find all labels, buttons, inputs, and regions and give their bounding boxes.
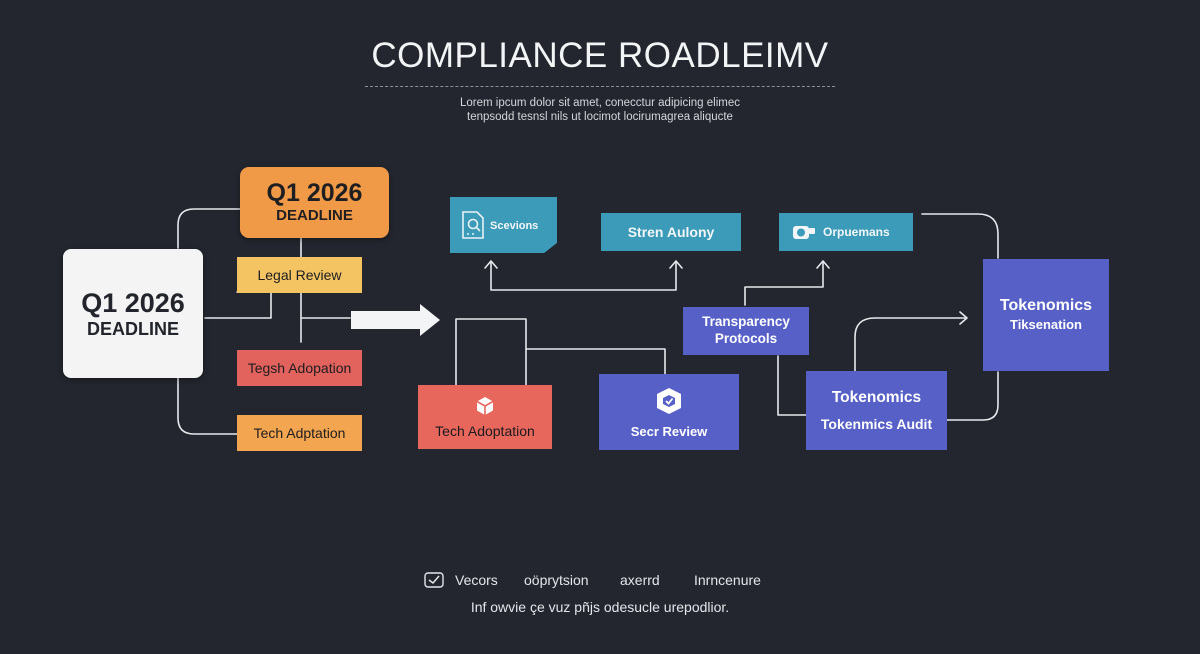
title-divider [365,86,835,87]
deadline-top-label: DEADLINE [276,207,353,225]
deadline-main-label: DEADLINE [86,318,179,339]
tech-adoption-red-box[interactable]: Tegsh Adopation [237,350,362,386]
document-search-icon [462,211,484,239]
main-flow-arrow [351,304,440,336]
deadline-main-quarter: Q1 2026 [81,287,185,318]
tokenomics-audit-label: Tokenmics Audit [820,415,933,432]
orpuemans-label: Orpuemans [823,225,890,239]
legend-item-1: Vecors [455,572,498,588]
secr-review-box[interactable]: Secr Review [599,374,739,450]
legend-note: Inf owvie çe vuz pñjs odesucle urepodlio… [470,599,730,615]
tokenomics-tiksenation-label: Tiksenation [1009,316,1082,332]
subtitle-line-2: tenpsodd tesnsl nils ut locimot lociruma… [467,111,733,123]
deadline-top-quarter: Q1 2026 [266,178,363,207]
tech-adoptation-box[interactable]: Tech Adoptation [418,385,552,449]
legend-item-4: Inrncenure [694,572,761,588]
deadline-top-card[interactable]: Q1 2026 DEADLINE [240,167,389,238]
scevions-label: Scevions [490,220,539,232]
shield-icon [657,387,681,414]
tech-adoptation-label: Tech Adoptation [435,423,535,439]
tokenomics-tiksenation-box[interactable]: Tokenomics Tiksenation [983,259,1109,371]
tech-adoption-orange-box[interactable]: Tech Adptation [237,415,362,451]
tokenomics-audit-box[interactable]: Tokenomics Tokenmics Audit [806,371,947,450]
legend: Vecors oöprytsion axerrd Inrncenure [0,572,1200,592]
subtitle-line-1: Lorem ipcum dolor sit amet, conecctur ad… [460,97,740,109]
checkbox-icon [424,572,444,588]
secr-review-label: Secr Review [630,423,708,439]
tokenomics-audit-title: Tokenomics [831,388,922,406]
tokenomics-tiksenation-title: Tokenomics [999,297,1093,315]
legend-item-3: axerrd [620,572,660,588]
diagram-title: COMPLIANCE ROADLEIMV [371,36,829,75]
orpuemans-box[interactable]: Orpuemans [779,213,913,251]
transparency-protocols-box[interactable]: Transparency Protocols [683,307,809,355]
camera-icon [793,226,815,239]
deadline-main-card[interactable]: Q1 2026 DEADLINE [63,249,203,378]
cube-icon [476,397,494,415]
legal-review-box[interactable]: Legal Review [237,257,362,293]
stren-aulony-box[interactable]: Stren Aulony [601,213,741,251]
legend-item-2: oöprytsion [524,572,589,588]
